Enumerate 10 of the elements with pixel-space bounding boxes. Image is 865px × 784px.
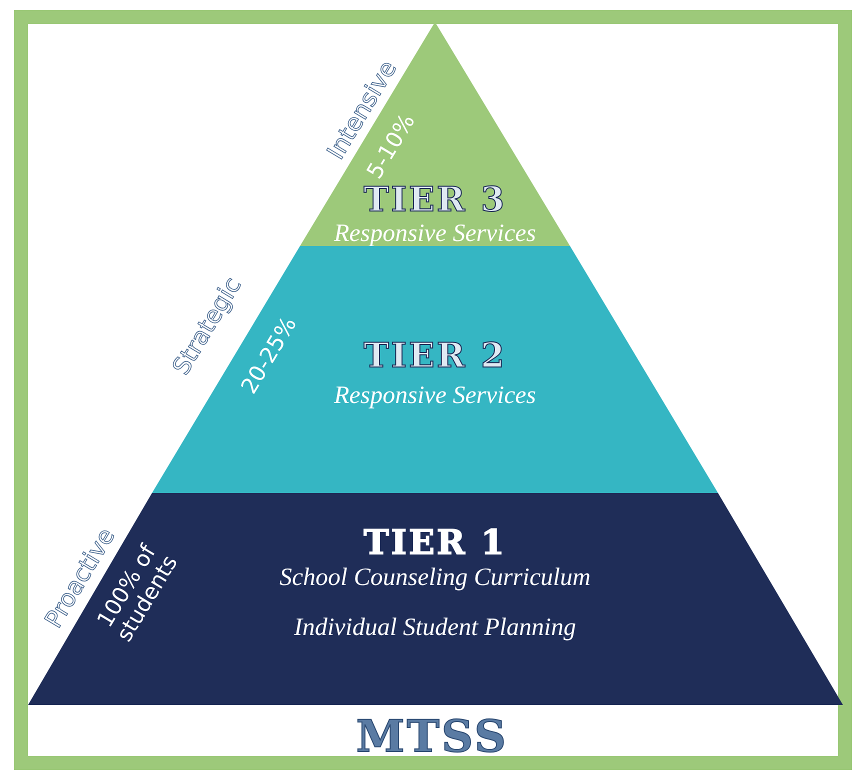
tier-heading: TIER 3 (364, 180, 506, 220)
pyramid-tier (152, 246, 718, 493)
tier-heading: TIER 1 (364, 523, 506, 563)
pyramid-tier (28, 493, 843, 705)
tier-description: Individual Student Planning (294, 614, 576, 642)
tier-description: Responsive Services (334, 382, 536, 410)
tier-description: Responsive Services (334, 220, 536, 248)
tier-description: School Counseling Curriculum (279, 564, 591, 592)
tier-heading: TIER 2 (364, 336, 506, 376)
diagram-caption: MTSS (356, 712, 508, 762)
